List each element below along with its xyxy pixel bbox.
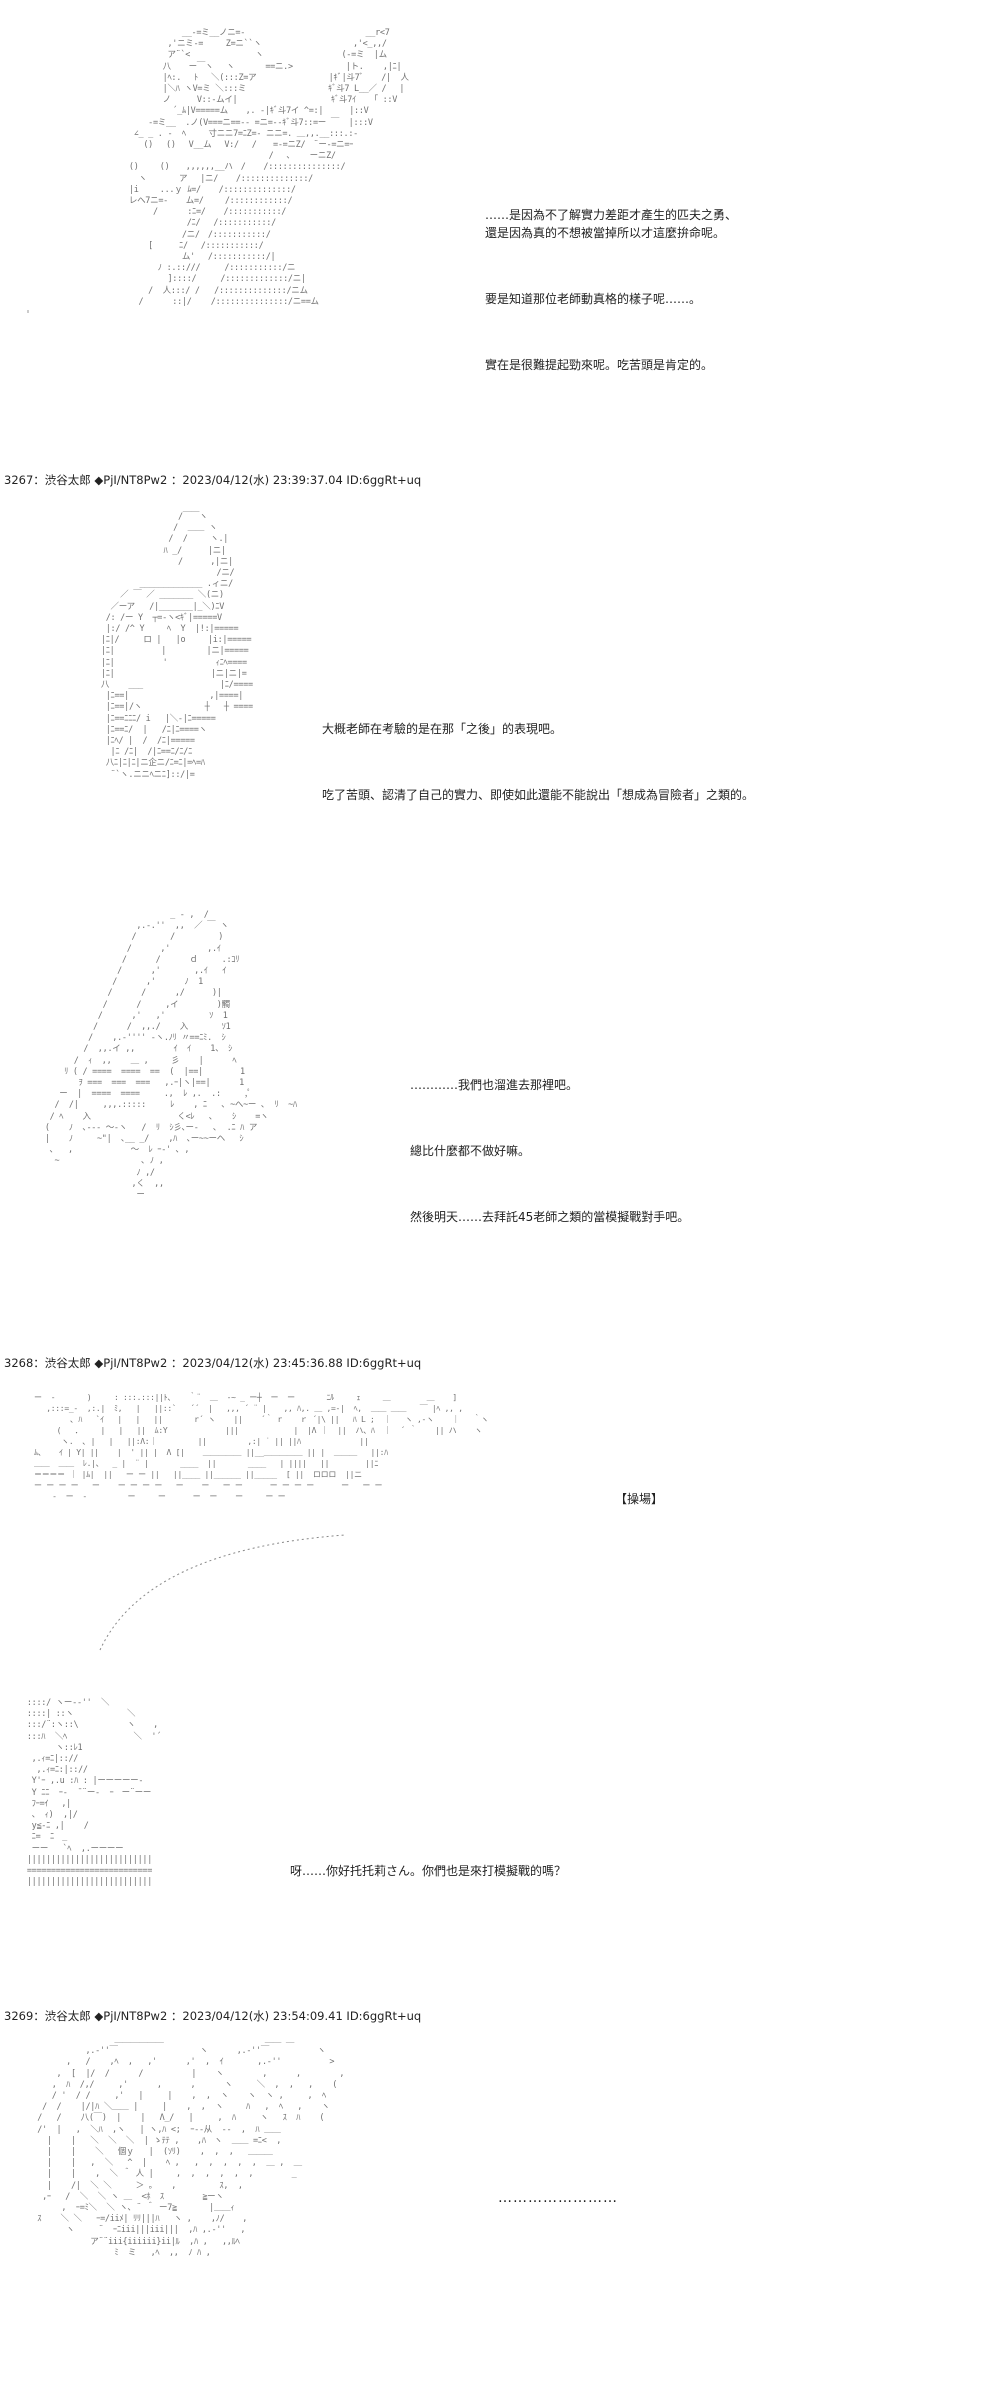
post-header-3267: 3267：渋谷太郎 ◆PjI/NT8Pw2 ：2023/04/12(水) 23:… xyxy=(4,473,422,487)
dialog-line: 吃了苦頭、認清了自己的實力、即使如此還能不能說出「想成為冒險者」之類的。 xyxy=(322,788,755,802)
post-3: _ - , / ,.-.'' ,, ／ ￣ ヽ / / ) / ,' ,.ｲ /… xyxy=(0,910,1000,1350)
dialog-block-3: …………我們也溜進去那裡吧。 總比什麼都不做好嘛。 然後明天……去拜託45老師之… xyxy=(410,1040,689,1274)
ascii-art-character-4: ::::/ ヽー--'' ＼ ::::| ::ヽ ＼ :::/¨:ヽ::\ ヽ … xyxy=(26,1698,161,1888)
ascii-art-character-5: ＿＿＿＿＿＿ ＿＿ ＿ ,.-''￣ ヽ ,.-''￣ ヽ , / ,ﾍ , ,… xyxy=(37,2035,345,2258)
post-1: __-=ミ__ノニ=- __r<7 ,'ニミ-= Z=ニ``ヽ ,'<_,,/ … xyxy=(0,0,1000,470)
location-label: 【操場】 xyxy=(615,1492,664,1506)
dialog-line: 然後明天……去拜託45老師之類的當模擬戰對手吧。 xyxy=(410,1210,690,1224)
dialog-line: 呀……你好托托莉さん。你們也是來打模擬戰的嗎？ xyxy=(290,1864,567,1878)
ascii-art-character-2: /￣￣ヽ / ＿＿ ヽ / / ヽ.| ﾊ _/ |ニ| / ,|ニ| /ニ/ … xyxy=(100,512,253,780)
dialog-line: 要是知道那位老師動真格的樣子呢……。 xyxy=(485,292,702,306)
dialog-line: 總比什麼都不做好嘛。 xyxy=(410,1144,531,1158)
dialog-block-1: ……是因為不了解實力差距才產生的匹夫之勇、 還是因為真的不想被當掉所以才這麼拚命… xyxy=(485,170,737,422)
dialog-line: ……是因為不了解實力差距才產生的匹夫之勇、 還是因為真的不想被當掉所以才這麼拚命… xyxy=(485,208,738,240)
post-5: ＿＿＿＿＿＿ ＿＿ ＿ ,.-''￣ ヽ ,.-''￣ ヽ , / ,ﾍ , ,… xyxy=(0,2030,1000,2387)
ascii-art-character-3: _ - , / ,.-.'' ,, ／ ￣ ヽ / / ) / ,' ,.ｲ /… xyxy=(44,910,297,1201)
speed-lines-left xyxy=(27,310,29,313)
dialog-line: …………我們也溜進去那裡吧。 xyxy=(410,1078,579,1092)
post-header-3268: 3268：渋谷太郎 ◆PjI/NT8Pw2 ：2023/04/12(水) 23:… xyxy=(4,1356,422,1370)
dialog-block-2: 大概老師在考驗的是在那「之後」的表現吧。 吃了苦頭、認清了自己的實力、即使如此還… xyxy=(322,684,754,852)
dialog-line: 大概老師在考驗的是在那「之後」的表現吧。 xyxy=(322,722,563,736)
ellipsis-line: …………………… xyxy=(498,2190,618,2206)
dialog-block-4: 呀……你好托托莉さん。你們也是來打模擬戰的嗎？ xyxy=(290,1826,566,1928)
motion-arc xyxy=(99,1534,346,1651)
post-2: /￣￣ヽ / ＿＿ ヽ / / ヽ.| ﾊ _/ |ニ| / ,|ニ| /ニ/ … xyxy=(0,500,1000,880)
post-header-3269: 3269：渋谷太郎 ◆PjI/NT8Pw2 ：2023/04/12(水) 23:… xyxy=(4,2009,422,2023)
ascii-art-character-1: __-=ミ__ノニ=- __r<7 ,'ニミ-= Z=ニ``ヽ ,'<_,,/ … xyxy=(128,28,409,307)
post-4: ー - ) : :::.:::||ﾄ、 ｀¨ ＿ -~ _ ー┼ ー ー ﾆﾙ … xyxy=(0,1380,1000,2000)
ascii-art-schoolyard-background: ー - ) : :::.:::||ﾄ、 ｀¨ ＿ -~ _ ー┼ ー ー ﾆﾙ … xyxy=(34,1393,489,1501)
dialog-line: 實在是很難提起勁來呢。吃苦頭是肯定的。 xyxy=(485,358,714,372)
